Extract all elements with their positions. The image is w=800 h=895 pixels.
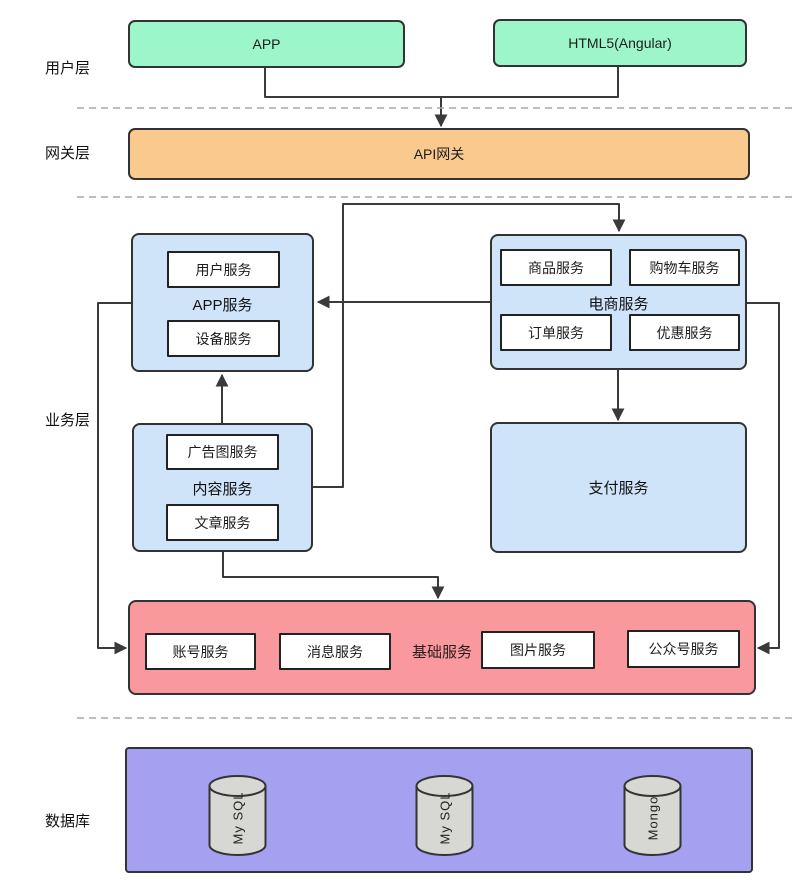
node-user-service: 用户服务	[167, 251, 280, 288]
node-coupon-service-label: 优惠服务	[656, 324, 713, 341]
node-cart-service: 购物车服务	[629, 249, 740, 286]
node-user-service-label: 用户服务	[195, 261, 252, 278]
node-article-service-label: 文章服务	[194, 514, 251, 531]
node-payment-service-label: 支付服务	[588, 480, 649, 497]
layer-label-business: 业务层	[45, 412, 91, 429]
cylinder-mongo: Mongo	[623, 775, 682, 857]
node-device-service: 设备服务	[167, 320, 280, 357]
cylinder-mysql-2: My SQL	[415, 775, 474, 857]
node-official-account-service: 公众号服务	[627, 630, 740, 668]
node-api-gateway: API网关	[128, 128, 750, 180]
group-base-service-label: 基础服务	[411, 644, 472, 661]
node-order-service-label: 订单服务	[528, 324, 584, 341]
group-ecommerce-service: 商品服务 购物车服务 电商服务 订单服务 优惠服务	[490, 234, 747, 370]
node-ad-image-service: 广告图服务	[166, 434, 279, 470]
edge-app-service-to-base	[97, 302, 131, 655]
node-image-service-label: 图片服务	[510, 642, 566, 658]
group-app-service: 用户服务 APP服务 设备服务	[131, 233, 314, 372]
database-layer-box: My SQL My SQL Mongo	[125, 747, 753, 873]
layer-label-user: 用户层	[45, 60, 91, 77]
group-content-service-label: 内容服务	[192, 481, 253, 498]
cylinder-mysql-1: My SQL	[208, 775, 267, 857]
node-article-service: 文章服务	[166, 504, 279, 541]
cylinder-shape	[208, 775, 267, 856]
node-coupon-service: 优惠服务	[629, 314, 740, 351]
group-content-service: 广告图服务 内容服务 文章服务	[132, 423, 313, 552]
cylinder-mysql-1-label: My SQL	[230, 791, 245, 845]
cylinder-shape	[623, 775, 682, 856]
node-api-gateway-label: API网关	[413, 146, 465, 162]
group-app-service-label: APP服务	[192, 297, 253, 314]
node-image-service: 图片服务	[481, 631, 595, 669]
layer-label-gateway: 网关层	[45, 145, 91, 162]
edge-content-to-base	[222, 552, 445, 600]
node-html5-label: HTML5(Angular)	[568, 35, 672, 51]
layer-label-database: 数据库	[45, 813, 91, 830]
node-cart-service-label: 购物车服务	[649, 259, 720, 276]
node-account-service-label: 账号服务	[172, 643, 229, 660]
node-account-service: 账号服务	[145, 633, 256, 670]
node-ad-image-service-label: 广告图服务	[187, 444, 258, 460]
node-message-service-label: 消息服务	[307, 643, 363, 660]
node-message-service: 消息服务	[279, 633, 391, 670]
edge-clients-merge	[264, 67, 619, 98]
node-product-service-label: 商品服务	[528, 259, 584, 276]
cylinder-shape	[415, 775, 474, 856]
node-app-label: APP	[252, 36, 281, 52]
node-app: APP	[128, 20, 405, 68]
node-device-service-label: 设备服务	[195, 330, 252, 347]
group-ecommerce-service-label: 电商服务	[588, 296, 649, 313]
node-order-service: 订单服务	[500, 314, 612, 351]
node-official-account-service-label: 公众号服务	[648, 641, 719, 657]
cylinder-mongo-label: Mongo	[645, 795, 660, 841]
edge-ecommerce-to-base	[747, 302, 780, 655]
cylinder-mysql-2-label: My SQL	[437, 791, 452, 845]
node-payment-service: 支付服务	[490, 422, 747, 553]
node-html5: HTML5(Angular)	[493, 19, 747, 67]
node-product-service: 商品服务	[500, 249, 612, 286]
group-base-service: 账号服务 消息服务 基础服务 图片服务 公众号服务	[128, 600, 756, 695]
